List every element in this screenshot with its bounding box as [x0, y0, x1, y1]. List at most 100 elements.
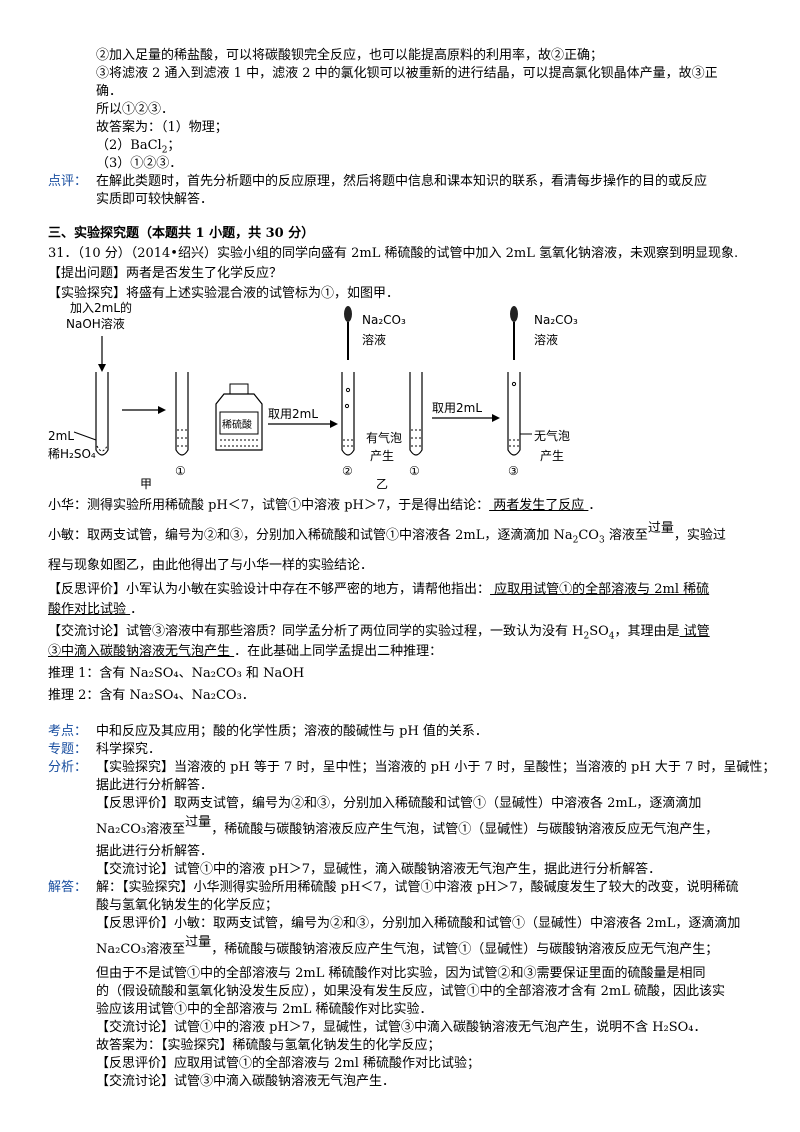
zt-label: 专题：: [48, 742, 88, 757]
test-tube-2: [341, 372, 355, 456]
text-part: SO: [589, 624, 609, 639]
reagent-bottle: [215, 393, 263, 451]
text-line: 【反思评价】应取用试管①的全部溶液与 2ml 稀硫酸作对比试验；: [96, 1056, 481, 1071]
arrowhead: [492, 414, 500, 422]
review-label: 点评：: [48, 174, 88, 189]
text-line: ③将滤液 2 通入到滤液 1 中，滤液 2 中的氯化钡可以被重新的进行结晶，可以…: [96, 66, 718, 81]
drop: [511, 381, 517, 387]
liquid: [96, 445, 108, 452]
text-part: ，稀硫酸与碳酸钠溶液反应产生气泡，试管①（显碱性）与碳酸钠溶液反应无气泡产生；: [211, 942, 719, 957]
text-line: 解：【实验探究】小华测得实验所用稀硫酸 pH＜7，试管①中溶液 pH＞7，酸碱度…: [96, 880, 739, 895]
arrowhead: [98, 364, 106, 372]
bubble: [345, 387, 351, 393]
answer-blank: 试管: [679, 624, 710, 639]
answer-blank: 酸作对比试验: [48, 602, 131, 617]
take-label-2: 取用2mL: [432, 401, 482, 415]
label-jia: 甲: [140, 477, 152, 490]
xiaohua-line: 小华：测得实验所用稀硫酸 pH＜7，试管①中溶液 pH＞7，于是得出结论： 两者…: [48, 498, 601, 514]
text-part: ，其理由是: [614, 624, 680, 639]
tube-label-2: 稀H₂SO₄: [48, 447, 96, 461]
text-part: ．: [588, 498, 602, 513]
text-line: （2）BaCl2；: [96, 138, 180, 156]
na2co3-label-2: 溶液: [362, 332, 386, 347]
text-line: Na₂CO₃溶液至过量，稀硫酸与碳酸钠溶液反应产生气泡，试管①（显碱性）与碳酸钠…: [96, 935, 719, 958]
text-line: 中和反应及其应用；酸的化学性质；溶液的酸碱性与 pH 值的关系．: [96, 724, 488, 739]
bottle-label-box: [219, 411, 259, 435]
text-line: （3）①②③．: [96, 156, 183, 171]
na2co3-label-1: Na₂CO₃: [362, 313, 406, 327]
no-bubble-1: 无气泡: [534, 428, 570, 443]
question-line: 【实验探究】将盛有上述实验混合液的试管标为①，如图甲．: [48, 286, 400, 301]
text-line: 酸与氢氧化钠发生的化学反应；: [96, 898, 279, 913]
text-part: 溶液至: [604, 528, 648, 543]
text-line: 确．: [96, 84, 123, 99]
text-part: 【交流讨论】试管③溶液中有那些溶质？同学孟分析了两位同学的实验过程，一致认为没有…: [48, 624, 584, 639]
label-circ2: ②: [342, 464, 353, 478]
test-tube-1: [175, 372, 189, 456]
answer-blank: 应取用试管①的全部溶液与 2ml 稀硫: [490, 582, 710, 597]
dropper-bulb: [510, 306, 518, 322]
discuss-line: 【交流讨论】试管③溶液中有那些溶质？同学孟分析了两位同学的实验过程，一致认为没有…: [48, 624, 710, 642]
arrowhead: [330, 420, 338, 428]
arrowhead: [158, 406, 166, 414]
bubble: [344, 403, 350, 409]
text-line: 实质即可较快解答．: [96, 192, 214, 207]
emphasis-char: 过: [647, 521, 661, 536]
add-label-2: NaOH溶液: [66, 316, 125, 331]
xiaomin-line: 小敏：取两支试管，编号为②和③，分别加入稀硫酸和试管①中溶液各 2mL，逐滴滴加…: [48, 521, 726, 546]
text-part: Na₂CO₃溶液至: [96, 942, 186, 957]
answer-blank: 两者发生了反应: [489, 498, 589, 513]
bottle-label: 稀硫酸: [222, 418, 252, 431]
tube-label-1: 2mL: [48, 429, 74, 443]
text-line: ②加入足量的稀盐酸，可以将碳酸钡完全反应，也可以能提高原料的利用率，故②正确；: [96, 48, 604, 63]
text-line: 科学探究．: [96, 742, 162, 757]
text-line: 程与现象如图乙，由此他得出了与小华一样的实验结论．: [48, 558, 374, 573]
text-part: Na₂CO₃溶液至: [96, 822, 186, 837]
bottle-cap: [229, 383, 249, 395]
text-part: 小华：测得实验所用稀硫酸 pH＜7，试管①中溶液 pH＞7，于是得出结论：: [48, 498, 490, 513]
text-line: 验应该用试管①中的全部溶液与 2mL 稀硫酸作对比实验．: [96, 1002, 433, 1017]
text-line: 【交流讨论】试管①中的溶液 pH＞7，显碱性，滴入碳酸钠溶液无气泡产生，据此进行…: [96, 862, 662, 877]
label-yi: 乙: [376, 477, 388, 490]
text-part: ，稀硫酸与碳酸钠溶液反应产生气泡，试管①（显碱性）与碳酸钠溶液反应无气泡产生，: [211, 822, 719, 837]
text-line: 的（假设硫酸和氢氧化钠没发生反应），如果没有发生反应，试管①中的全部溶液才含有 …: [96, 984, 725, 999]
question-line: 31．（10 分）（2014•绍兴）实验小组的同学向盛有 2mL 稀硫酸的试管中…: [48, 246, 739, 261]
add-label-1: 加入2mL的: [70, 300, 132, 315]
dropper-bulb: [344, 306, 352, 322]
emphasis-char: 过: [185, 935, 199, 950]
subscript: 2: [161, 145, 168, 156]
text-line: 故答案为：【实验探究】稀硫酸与氢氧化钠发生的化学反应；: [96, 1038, 441, 1053]
text-part: ．在此基础上同学孟提出二种推理：: [234, 644, 443, 659]
text-line: 【交流讨论】试管③中滴入碳酸钠溶液无气泡产生．: [96, 1074, 396, 1089]
text-part: ．: [130, 602, 144, 617]
text-part: 【反思评价】小军认为小敏在实验设计中存在不够严密的地方，请帮他指出：: [48, 582, 491, 597]
text-line: 推理 2：含有 Na₂SO₄、Na₂CO₃．: [48, 688, 255, 703]
emphasis-char: 过: [185, 815, 199, 830]
kd-label: 考点：: [48, 724, 88, 739]
section-title: 三、实验探究题（本题共 1 小题，共 30 分）: [48, 226, 315, 241]
na2co3-label-3: Na₂CO₃: [534, 313, 578, 327]
fx-label: 分析：: [48, 760, 88, 775]
text-line: 所以①②③．: [96, 102, 175, 117]
question-line: 【提出问题】两者是否发生了化学反应？: [48, 266, 283, 281]
test-tube: [95, 372, 109, 456]
text-part: （2）BaCl: [96, 138, 162, 153]
reflect-line: 【反思评价】小军认为小敏在实验设计中存在不够严密的地方，请帮他指出： 应取用试管…: [48, 582, 709, 598]
answer-blank: ③中滴入碳酸钠溶液无气泡产生: [48, 644, 235, 659]
text-part: CO: [578, 528, 599, 543]
take-label-1: 取用2mL: [268, 407, 318, 421]
text-line: 【实验探究】当溶液的 pH 等于 7 时，呈中性；当溶液的 pH 小于 7 时，…: [96, 760, 776, 775]
subscript: 3: [598, 535, 605, 546]
test-tube-1b: [409, 372, 423, 456]
reflect-line: 酸作对比试验 ．: [48, 602, 143, 618]
subscript: 4: [608, 631, 615, 642]
na2co3-label-4: 溶液: [534, 332, 558, 347]
liquid: [177, 428, 187, 450]
emphasis-char: 量: [198, 815, 212, 830]
text-part: 小敏：取两支试管，编号为②和③，分别加入稀硫酸和试管①中溶液各 2mL，逐滴滴加…: [48, 528, 573, 543]
has-bubble-2: 产生: [370, 449, 394, 463]
pointer-line: [73, 431, 97, 441]
subscript: 2: [583, 631, 590, 642]
jd-label: 解答：: [48, 880, 88, 895]
test-tube-3: [507, 372, 521, 456]
